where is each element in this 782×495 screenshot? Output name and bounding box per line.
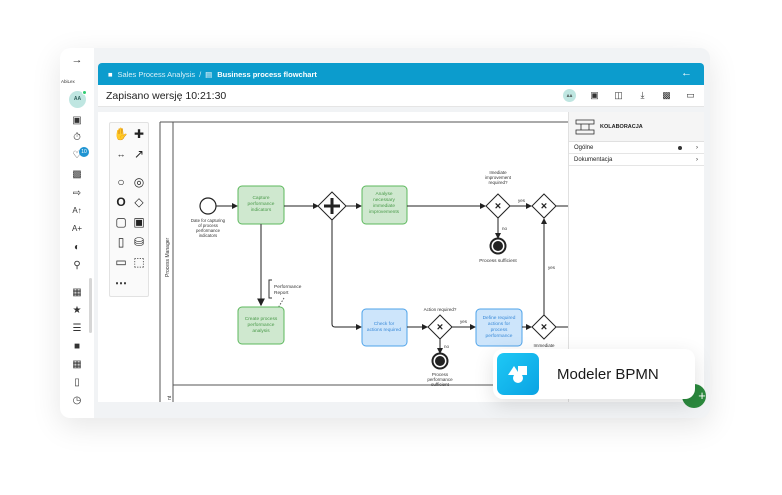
- space-tool-icon[interactable]: ↔: [116, 149, 126, 159]
- connect-tool-icon[interactable]: ↗: [133, 147, 145, 161]
- group-icon[interactable]: ⬚: [133, 255, 145, 269]
- subprocess-icon[interactable]: ▣: [133, 215, 145, 229]
- brand-logo: AbiLex: [61, 79, 75, 84]
- svg-text:×: ×: [495, 201, 501, 213]
- add-fab-label[interactable]: +: [698, 388, 706, 403]
- svg-text:×: ×: [541, 322, 547, 334]
- collaborator-avatar[interactable]: AA: [563, 89, 576, 102]
- hand-tool-icon[interactable]: ✋: [113, 127, 129, 141]
- breadcrumb-separator: /: [199, 69, 202, 79]
- flow-label-no: no: [502, 226, 508, 231]
- breadcrumb-document: Business process flowchart: [217, 69, 317, 79]
- contrast-icon[interactable]: ◐: [73, 242, 81, 253]
- document-toolbar: Zapisano wersję 10:21:30 AA ▣ ◫ ⤓ ▩ ▭: [98, 85, 704, 107]
- panel-row-general[interactable]: Ogólne ›: [569, 142, 704, 154]
- dashboard-icon[interactable]: ▦: [72, 287, 82, 298]
- start-event-icon[interactable]: ○: [117, 175, 125, 189]
- intermediate-event-icon[interactable]: ◎: [133, 175, 145, 189]
- download-icon[interactable]: ⤓: [640, 90, 645, 100]
- svg-text:×: ×: [437, 322, 443, 334]
- lane2-label-fragment: nt: [167, 395, 173, 400]
- app-window: → AbiLex AA ▣ ⏱ ♡ 10 ▩ ⇨ A↑ A+ ◐ ⚲ ▦ ★ ☰…: [60, 48, 710, 418]
- document-icon[interactable]: ▯: [74, 377, 80, 388]
- export-icon[interactable]: ⇨: [72, 188, 82, 199]
- panel-header: KOLABORACJA: [569, 112, 704, 142]
- data-store-icon[interactable]: ⛁: [133, 235, 145, 249]
- arrow-right-icon[interactable]: →: [71, 54, 83, 66]
- font-increase-icon[interactable]: A↑: [72, 206, 82, 215]
- notification-badge: 10: [79, 147, 89, 157]
- avatar-initials: AA: [73, 96, 82, 102]
- keyboard-icon[interactable]: ▭: [686, 90, 695, 100]
- modeler-shapes-icon: [497, 353, 539, 395]
- collaboration-icon: [575, 119, 595, 134]
- rail-scrollbar[interactable]: [89, 278, 92, 333]
- document-icon: ▤: [205, 69, 213, 79]
- monitor-icon[interactable]: ▣: [72, 115, 82, 126]
- image-export-icon[interactable]: ▩: [662, 90, 671, 100]
- more-tools-icon[interactable]: ⋯: [115, 276, 127, 290]
- panel-row-label: Dokumentacja: [574, 157, 613, 163]
- panel-row-label: Ogólne: [574, 145, 594, 151]
- online-indicator: [82, 90, 87, 95]
- panel-title: KOLABORACJA: [600, 123, 643, 130]
- end-event-icon[interactable]: O: [116, 195, 126, 209]
- bell-icon[interactable]: ♡: [72, 150, 82, 161]
- task-analyse[interactable]: [361, 185, 408, 225]
- tool-palette: ✋ ✚ ↔ ↗ ○ ◎ O ◇ ▢ ▣ ▯ ⛁ ▭ ⬚ ⋯: [109, 122, 149, 297]
- end-event-sufficient-label: Process sufficient: [479, 258, 517, 264]
- chevron-right-icon: ›: [696, 157, 698, 163]
- flow-label-yes-immediate: yes: [548, 265, 556, 270]
- svg-text:×: ×: [541, 201, 547, 213]
- status-dot: [678, 146, 682, 150]
- avatar[interactable]: AA: [69, 90, 87, 108]
- task-create[interactable]: [237, 306, 285, 345]
- gateway-icon[interactable]: ◇: [134, 195, 144, 209]
- breadcrumb-project[interactable]: Sales Process Analysis: [117, 69, 196, 79]
- timer-icon[interactable]: ⏱: [73, 132, 81, 143]
- start-event[interactable]: [199, 197, 217, 215]
- columns-icon[interactable]: ☰: [72, 323, 82, 334]
- chevron-right-icon: ›: [696, 145, 698, 151]
- breadcrumb: ■ Sales Process Analysis / ▤ Business pr…: [98, 63, 704, 85]
- panel-row-documentation[interactable]: Dokumentacja ›: [569, 154, 704, 166]
- modeler-bpmn-badge: Modeler BPMN: [493, 349, 695, 399]
- task-icon[interactable]: ▢: [115, 215, 127, 229]
- flow-label-yes-action: yes: [460, 319, 468, 324]
- pool-icon[interactable]: ▭: [115, 255, 127, 269]
- exclusive-gateway-immediate-2[interactable]: [531, 314, 557, 340]
- search-icon[interactable]: ⚲: [73, 260, 81, 271]
- gateway-immediate-label: Immediate: [533, 343, 555, 348]
- lane-label: Process Manager: [165, 237, 171, 277]
- contact-icon[interactable]: ▩: [72, 169, 82, 180]
- briefcase-icon[interactable]: ■: [73, 341, 81, 352]
- left-rail: → AbiLex AA ▣ ⏱ ♡ 10 ▩ ⇨ A↑ A+ ◐ ⚲ ▦ ★ ☰…: [60, 48, 94, 418]
- font-plus-icon[interactable]: A+: [71, 224, 82, 233]
- folder-open-icon[interactable]: ◫: [614, 90, 623, 100]
- gateway-action-question: Action required?: [424, 307, 457, 312]
- lasso-tool-icon[interactable]: ✚: [133, 127, 145, 141]
- flow-label-no-action: no: [444, 344, 450, 349]
- save-status: Zapisano wersję 10:21:30: [106, 90, 227, 102]
- briefcase-icon: ■: [108, 69, 113, 79]
- back-arrow-icon[interactable]: ←: [681, 67, 692, 79]
- bpmn-canvas[interactable]: ✋ ✚ ↔ ↗ ○ ◎ O ◇ ▢ ▣ ▯ ⛁ ▭ ⬚ ⋯ Process Ma…: [98, 112, 568, 402]
- table-icon[interactable]: ▦: [72, 359, 82, 370]
- star-icon[interactable]: ★: [72, 305, 82, 316]
- modeler-label: Modeler BPMN: [557, 365, 659, 383]
- data-object-icon[interactable]: ▯: [117, 235, 125, 249]
- clock-icon[interactable]: ◷: [72, 395, 82, 406]
- flow-label-yes: yes: [518, 198, 526, 203]
- save-icon[interactable]: ▣: [590, 90, 599, 100]
